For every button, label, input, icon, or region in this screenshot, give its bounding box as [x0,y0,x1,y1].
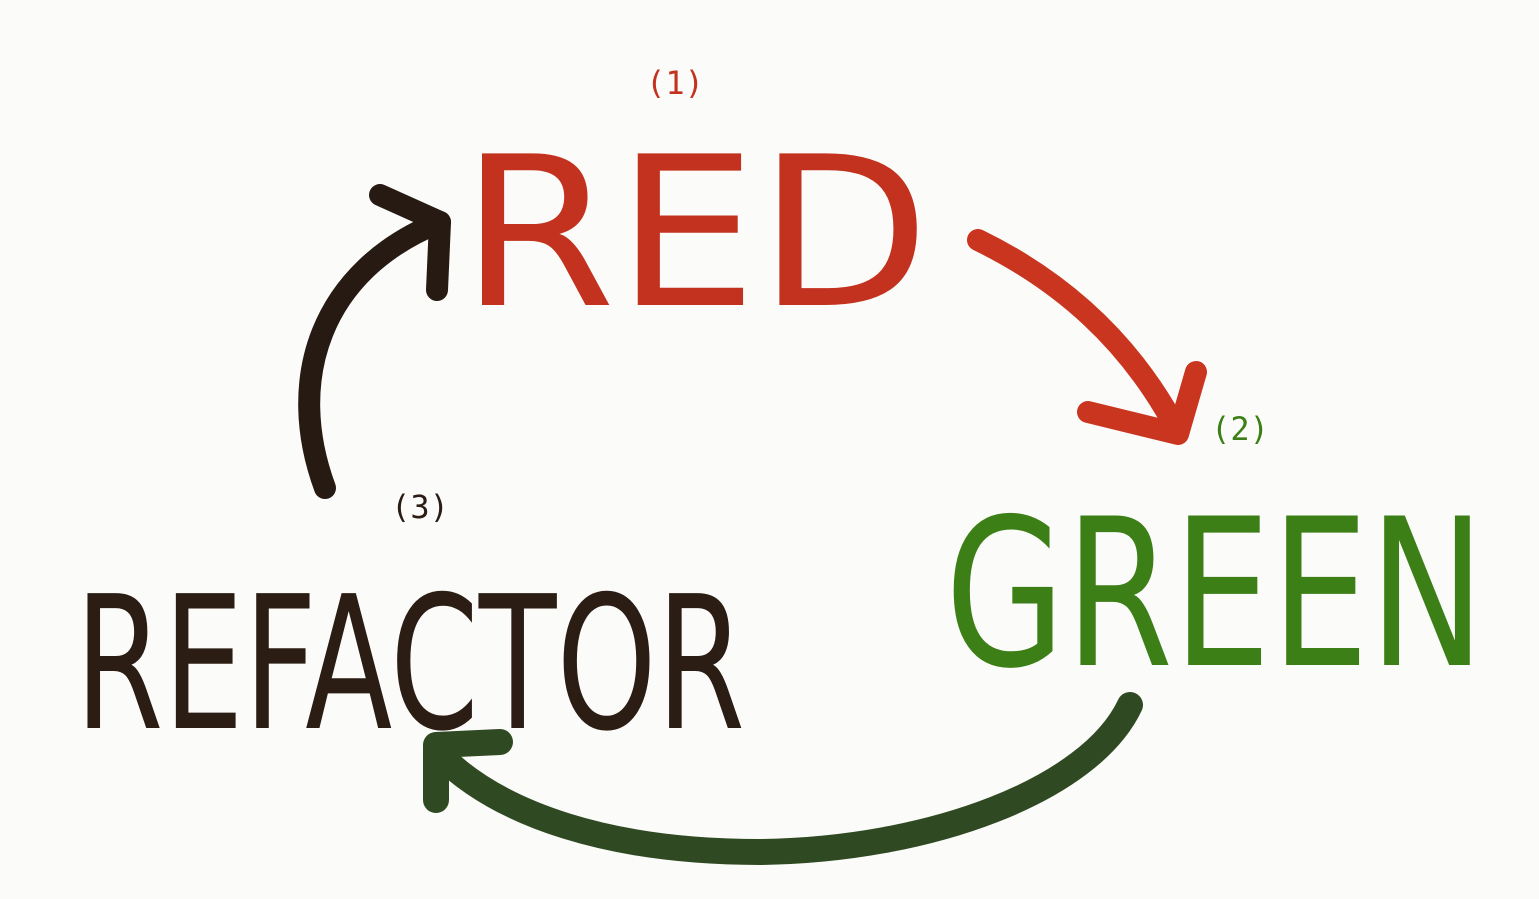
arrow-refactor-to-red [298,184,451,499]
arrow-refactor-to-red-head [369,184,451,301]
stage-red-step-number: (1) [646,64,704,102]
stage-red: (1) RED [460,64,930,355]
arrow-red-to-green-head [1077,361,1207,445]
stage-green-word: GREEN [945,476,1485,714]
stage-refactor-word: REFACTOR [75,556,745,772]
stage-refactor-step-number: (3) [391,488,449,526]
arrow-red-to-green-shaft [967,229,1189,443]
arrow-green-to-refactor-head [423,729,513,813]
stage-red-word: RED [460,113,930,355]
arrow-green-to-refactor [423,692,1143,865]
stage-green-step-number: (2) [1211,410,1269,448]
arrow-refactor-to-red-shaft [298,211,451,499]
stage-refactor: (3) REFACTOR [75,488,745,772]
arrow-green-to-refactor-shaft [427,692,1143,865]
stage-green: (2) GREEN [945,410,1485,714]
arrow-red-to-green [967,229,1207,445]
